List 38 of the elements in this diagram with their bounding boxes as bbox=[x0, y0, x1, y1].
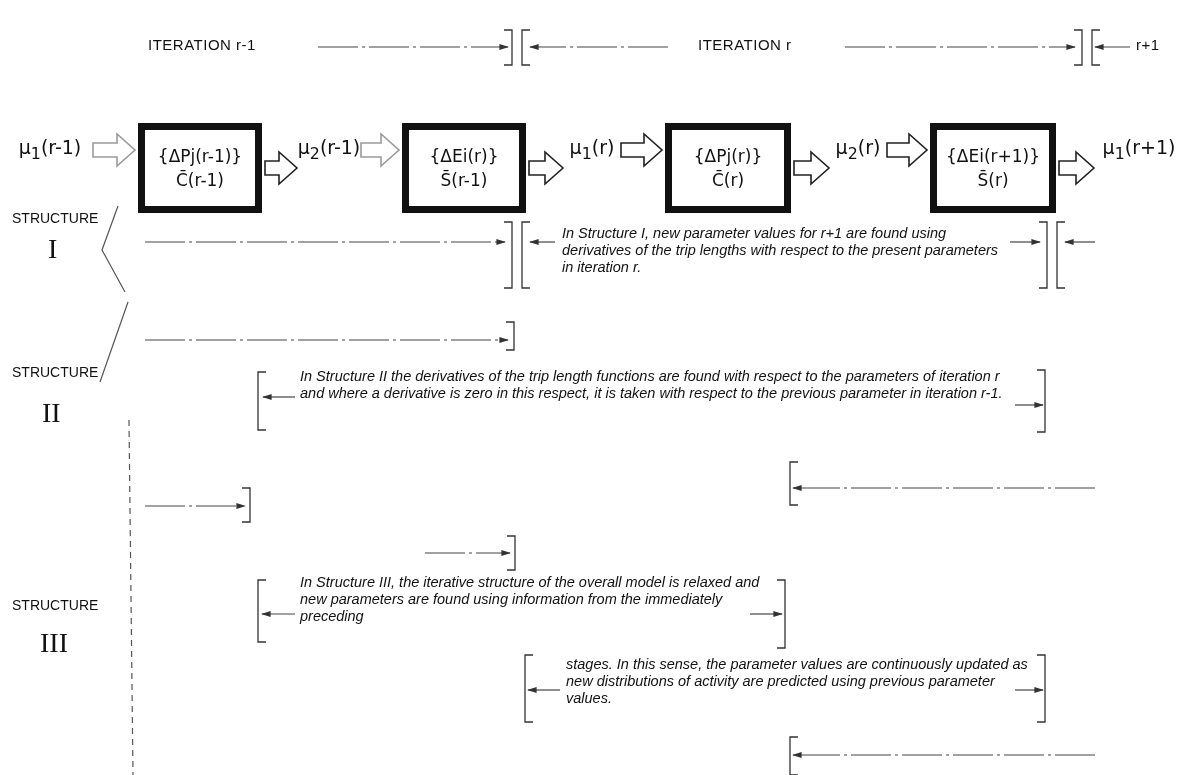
roman-numeral: I bbox=[48, 234, 58, 264]
hollow-arrow bbox=[1058, 150, 1096, 186]
variable-label: μ$_{1}$(r+1) bbox=[1097, 132, 1181, 168]
hollow-arrow bbox=[620, 132, 664, 168]
hollow-arrow bbox=[360, 132, 401, 168]
variable-label: μ$_{1}$(r) bbox=[566, 132, 618, 168]
hollow-arrow bbox=[886, 132, 929, 168]
structure-label: STRUCTURE bbox=[12, 597, 99, 613]
heading-text: r+1 bbox=[1136, 36, 1160, 53]
note-text: In Structure II the derivatives of the trip length functions are found with respect to the parameters of iteration r and where a derivative is zero in this respect, it is taken with respect to the previous parameter in iteration r-1. bbox=[300, 368, 1004, 402]
hollow-arrow bbox=[264, 150, 299, 186]
process-box bbox=[930, 123, 1056, 213]
note-text: stages. In this sense, the parameter values are continuously updated as new distributions of activity are predicted using previous parameter values. bbox=[566, 656, 1028, 707]
note-text: In Structure I, new parameter values for r+1 are found using derivatives of the trip lengths with respect to the present parameters in iteration r. bbox=[562, 225, 1000, 276]
roman-numeral: III bbox=[40, 628, 68, 658]
heading-text: ITERATION r-1 bbox=[148, 36, 256, 53]
structure-label: STRUCTURE bbox=[12, 210, 99, 226]
hollow-arrow bbox=[528, 150, 565, 186]
formula-text: {ΔEi(r)} bbox=[429, 145, 499, 168]
hollow-arrow bbox=[92, 132, 137, 168]
note-text: In Structure III, the iterative structure of the overall model is relaxed and new parameters are found using information from the immediately preceding bbox=[300, 574, 761, 625]
formula-text: {ΔEi(r+1)} bbox=[945, 145, 1040, 168]
formula-text: C̄(r) bbox=[711, 169, 745, 192]
variable-label: μ$_{1}$(r-1) bbox=[10, 132, 90, 168]
hollow-arrow bbox=[793, 150, 831, 186]
formula-text: {ΔPj(r)} bbox=[693, 145, 763, 168]
formula-text: S̄(r) bbox=[977, 169, 1009, 192]
variable-label: μ$_{2}$(r) bbox=[832, 132, 884, 168]
structure-label: STRUCTURE bbox=[12, 364, 99, 380]
variable-label: μ$_{2}$(r-1) bbox=[300, 132, 358, 168]
process-box bbox=[138, 123, 262, 213]
formula-text: S̄(r-1) bbox=[440, 169, 488, 192]
heading-text: ITERATION r bbox=[698, 36, 792, 53]
process-box bbox=[665, 123, 791, 213]
formula-text: C̄(r-1) bbox=[176, 169, 224, 192]
formula-text: {ΔPj(r-1)} bbox=[157, 145, 243, 168]
roman-numeral: II bbox=[42, 398, 61, 428]
process-box bbox=[402, 123, 526, 213]
